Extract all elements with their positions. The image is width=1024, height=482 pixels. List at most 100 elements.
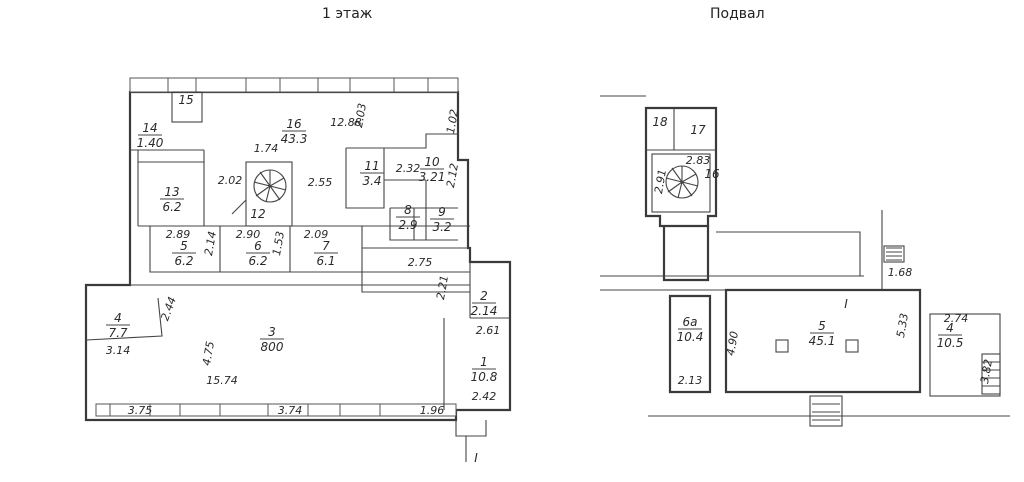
room-area: 10.5 [937,336,964,350]
ff-outer-wall [84,90,512,422]
bs-stair-steps [981,353,1001,395]
dimension-label: 2.32 [396,162,421,175]
room-number: 4 [946,321,954,335]
dimension-label: 2.55 [308,176,333,189]
window [167,77,197,93]
room-area: 3.21 [419,170,446,184]
room-6a-outline [668,294,712,394]
room-number: 12 [250,207,265,221]
room-15-outline [171,91,203,123]
dimension-label: 1.68 [888,266,913,279]
ff-corridor-wall [129,272,470,293]
room-number: 10 [424,155,440,169]
dimension-label: 2.75 [408,256,433,269]
room-area: 3.4 [362,174,381,188]
dimension-label: 2.42 [472,390,497,403]
dimension-label: 1.96 [420,404,445,417]
dimension-label: 2.13 [678,374,703,387]
room-area: 10.4 [677,330,704,344]
first-floor-title: 1 этаж [322,6,373,22]
room-number: 4 [114,311,122,325]
room-area: 800 [261,340,284,354]
dimension-label: 2.90 [236,228,261,241]
vent-hatch-icon [883,245,905,263]
bs-passage [662,226,710,282]
bs-light-well [809,395,843,427]
room-number: 1 [480,355,488,369]
dimension-label: 2.21 [434,274,451,300]
room-area: 6.2 [162,200,181,214]
room-number: 5 [180,239,188,253]
ff-entrance-partitions [443,262,510,437]
room-5-outline [724,288,922,394]
dimension-label: 2.61 [476,324,501,337]
room-number: 9 [438,205,446,219]
dimension-label: 1.53 [270,230,287,256]
basement-title: Подвал [710,6,765,22]
bs-top-rooms [646,108,716,151]
dimension-label: 2.89 [166,228,191,241]
room-area: 3.2 [432,220,451,234]
window [179,403,221,417]
ff-right-partitions [345,133,458,241]
room-area: 2.14 [471,304,498,318]
room-number: 8 [404,203,412,217]
window [245,77,281,93]
spiral-stair-treads [665,166,699,199]
room-area: 6.2 [248,254,267,268]
room-area: 43.3 [281,132,308,146]
dimension-label: 1.74 [254,142,279,155]
bs-light-well-lines [812,403,840,421]
dimension-label: 5.33 [894,312,911,338]
dimension-label: 2.03 [352,102,369,128]
window [317,77,351,93]
room-number: 13 [164,185,179,199]
ff-stair-door [231,199,247,215]
column-icon [845,339,859,353]
room-number: 2 [480,289,488,303]
dimension-label: 3.82 [978,358,995,384]
room-area: 1.40 [137,136,164,150]
spiral-stair-treads [253,170,287,203]
room-area: 6.2 [174,254,193,268]
dimension-label: 4.90 [724,330,741,356]
room-area: 2.9 [398,218,417,232]
room-area: 10.8 [471,370,498,384]
room-number: 6 [254,239,262,253]
dimension-label: 2.44 [158,295,179,322]
ff-middle-row [149,225,470,273]
column-icon [775,339,789,353]
ff-left-partition [130,149,205,227]
room-number: 14 [142,121,157,135]
dimension-label: 2.12 [444,162,461,188]
room-number: 11 [364,159,379,173]
room-number: 17 [690,123,706,137]
dimension-label: 12.88 [330,116,362,129]
basement-plan [600,95,1010,427]
window [109,403,151,417]
dimension-label: 2.14 [202,230,219,256]
room-number: 15 [178,93,193,107]
dimension-label: 3.14 [106,344,131,357]
room-number: 6a [683,315,698,329]
window [267,403,309,417]
vent-hatch-lines [886,247,902,261]
dimension-label: 2.74 [944,312,969,325]
window [339,403,381,417]
first-floor-plan [84,77,512,462]
dimension-label: 2.83 [686,154,711,167]
room-number: 3 [268,325,276,339]
room-number: 5 [818,319,826,333]
dimension-label: 3.75 [128,404,153,417]
bs-stair-step-lines [982,361,1000,387]
bs-upper-outline [600,95,883,291]
room-number: 7 [322,239,330,253]
dimension-label: 2.91 [652,168,669,194]
room-number: 18 [652,115,668,129]
room-area: 7.7 [108,326,127,340]
dimension-label: 15.74 [206,374,238,387]
dimension-label: 1.02 [444,108,461,134]
